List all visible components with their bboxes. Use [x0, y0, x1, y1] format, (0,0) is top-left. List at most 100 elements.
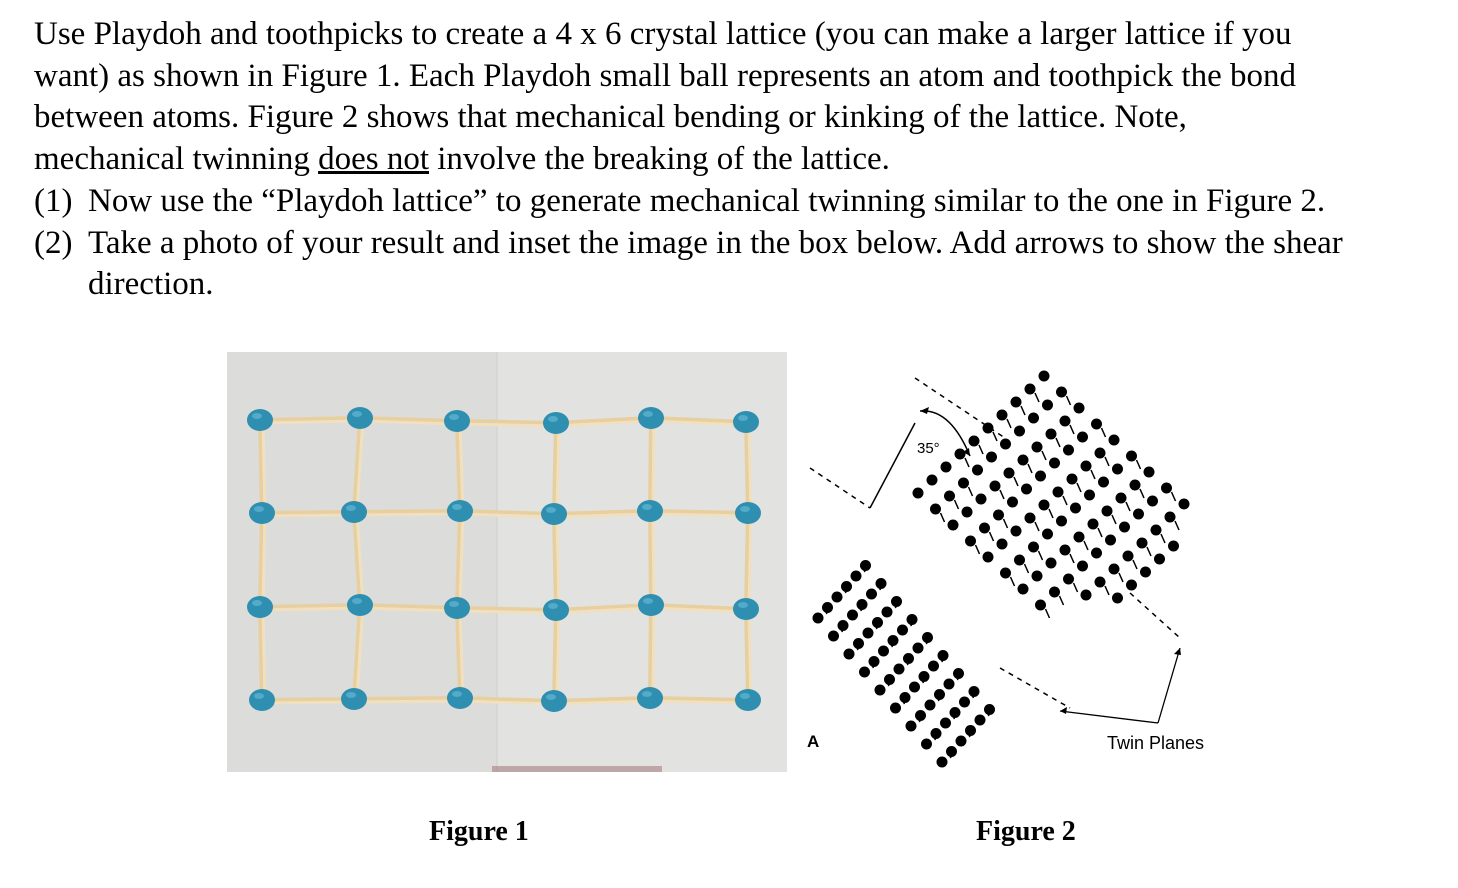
bond-tick [1139, 488, 1145, 499]
atom-dot [1031, 441, 1043, 453]
atom-dot [874, 684, 886, 696]
toothpick-bond [648, 603, 653, 700]
toothpick-bond [648, 509, 653, 607]
atom-dot [853, 638, 864, 649]
atom-dot [936, 756, 948, 768]
playdoh-highlight [452, 691, 462, 697]
upper-lattice-region [912, 370, 1190, 619]
bond-tick [1069, 553, 1075, 564]
atom-dot [944, 490, 955, 502]
toothpick-bond [455, 422, 558, 428]
atom-dot [940, 717, 951, 729]
atom-dot [1000, 567, 1011, 579]
bond-tick [1174, 520, 1180, 531]
atom-dot [972, 464, 983, 476]
atom-dot [1035, 599, 1046, 611]
atom-dot [1112, 463, 1123, 475]
atom-dot [847, 609, 858, 621]
atom-dot [890, 702, 901, 714]
pointer-line [1157, 647, 1181, 724]
figure-2-diagram: A 35° Twin Planes [790, 308, 1240, 778]
lower-lattice-region [812, 560, 995, 768]
atom-dot [1017, 583, 1029, 595]
playdoh-highlight [452, 504, 462, 510]
toothpick-bond [258, 416, 362, 422]
bond-tick [974, 544, 981, 555]
bond-tick [999, 489, 1005, 500]
atom-dot [996, 538, 1008, 550]
bond-tick [1170, 491, 1177, 502]
toothpick-bond [352, 512, 462, 517]
toothpick-bond [552, 696, 652, 703]
atom-dot [1049, 457, 1060, 469]
bond-tick [1006, 418, 1012, 429]
bond-tick [1048, 508, 1054, 519]
atom-dot [1112, 592, 1123, 604]
bond-tick [1055, 437, 1061, 448]
toothpick-bond [651, 603, 656, 700]
twinning-lattice-diagram: A 35° Twin Planes [807, 370, 1204, 768]
atom-dot [975, 493, 987, 505]
atom-dot [1091, 547, 1102, 559]
bond-tick [1135, 459, 1142, 470]
bond-tick [1160, 533, 1166, 544]
twin-plane-upper-left [809, 467, 871, 509]
toothpick-bond [555, 421, 561, 516]
atom-dot [875, 578, 887, 589]
atom-dot [909, 681, 920, 693]
atom-dot [1056, 386, 1067, 398]
playdoh-highlight [252, 413, 262, 419]
angle-arrowhead [920, 407, 929, 414]
toothpick-bond [458, 699, 556, 706]
playdoh-highlight [449, 601, 459, 607]
atom-dot [953, 668, 964, 679]
atom-dot [1010, 396, 1022, 408]
atom-dot [841, 581, 852, 592]
atom-dot [1070, 502, 1081, 514]
atom-dot [1077, 431, 1088, 443]
atom-dot [954, 448, 966, 460]
toothpick-bond [651, 509, 656, 607]
toothpick-bond [554, 416, 653, 425]
playdoh-highlight [449, 414, 459, 420]
atom-dot [1038, 370, 1050, 382]
bond-tick [1100, 427, 1107, 438]
toothpick-bond [458, 512, 556, 519]
bond-tick [1076, 482, 1082, 493]
atom-dot [1024, 512, 1036, 524]
toothpick-bond [648, 699, 750, 705]
toothpick-bond [260, 700, 356, 705]
instructions-paragraph: Use Playdoh and toothpicks to create a 4… [34, 14, 1444, 180]
playdoh-highlight [642, 691, 652, 697]
playdoh-balls [247, 407, 761, 712]
atom-dot [905, 720, 917, 732]
angle-reference-line [869, 422, 916, 509]
bond-tick [1104, 585, 1110, 596]
toothpick-bond [261, 605, 267, 702]
bond-tick [988, 531, 995, 542]
table-strip [492, 766, 662, 772]
bond-tick [1111, 514, 1117, 525]
bond-tick [1002, 518, 1009, 529]
atom-dot [1094, 576, 1106, 588]
bond-tick [1104, 456, 1110, 467]
atom-dot [940, 461, 952, 473]
atom-dot [1003, 467, 1015, 479]
toothpick-bond [552, 608, 558, 703]
intro-line-4-start: mechanical twinning [34, 140, 319, 177]
angle-arrowhead [963, 448, 970, 456]
bond-tick [1034, 521, 1040, 532]
atom-dot [1091, 418, 1102, 430]
toothpick-bond [258, 605, 264, 702]
step-2: (2) Take a photo of your result and inse… [34, 223, 1444, 306]
toothpick-bond [458, 509, 556, 516]
figure-2-caption: Figure 2 [976, 816, 1076, 847]
atom-dot [1077, 560, 1088, 572]
toothpick-bond [258, 419, 362, 425]
figure-1-caption: Figure 1 [429, 816, 529, 847]
atom-dot [1080, 460, 1092, 472]
toothpick-bond [649, 416, 748, 424]
playdoh-atom [735, 502, 761, 524]
bond-tick [939, 512, 946, 523]
playdoh-atom [735, 689, 761, 711]
